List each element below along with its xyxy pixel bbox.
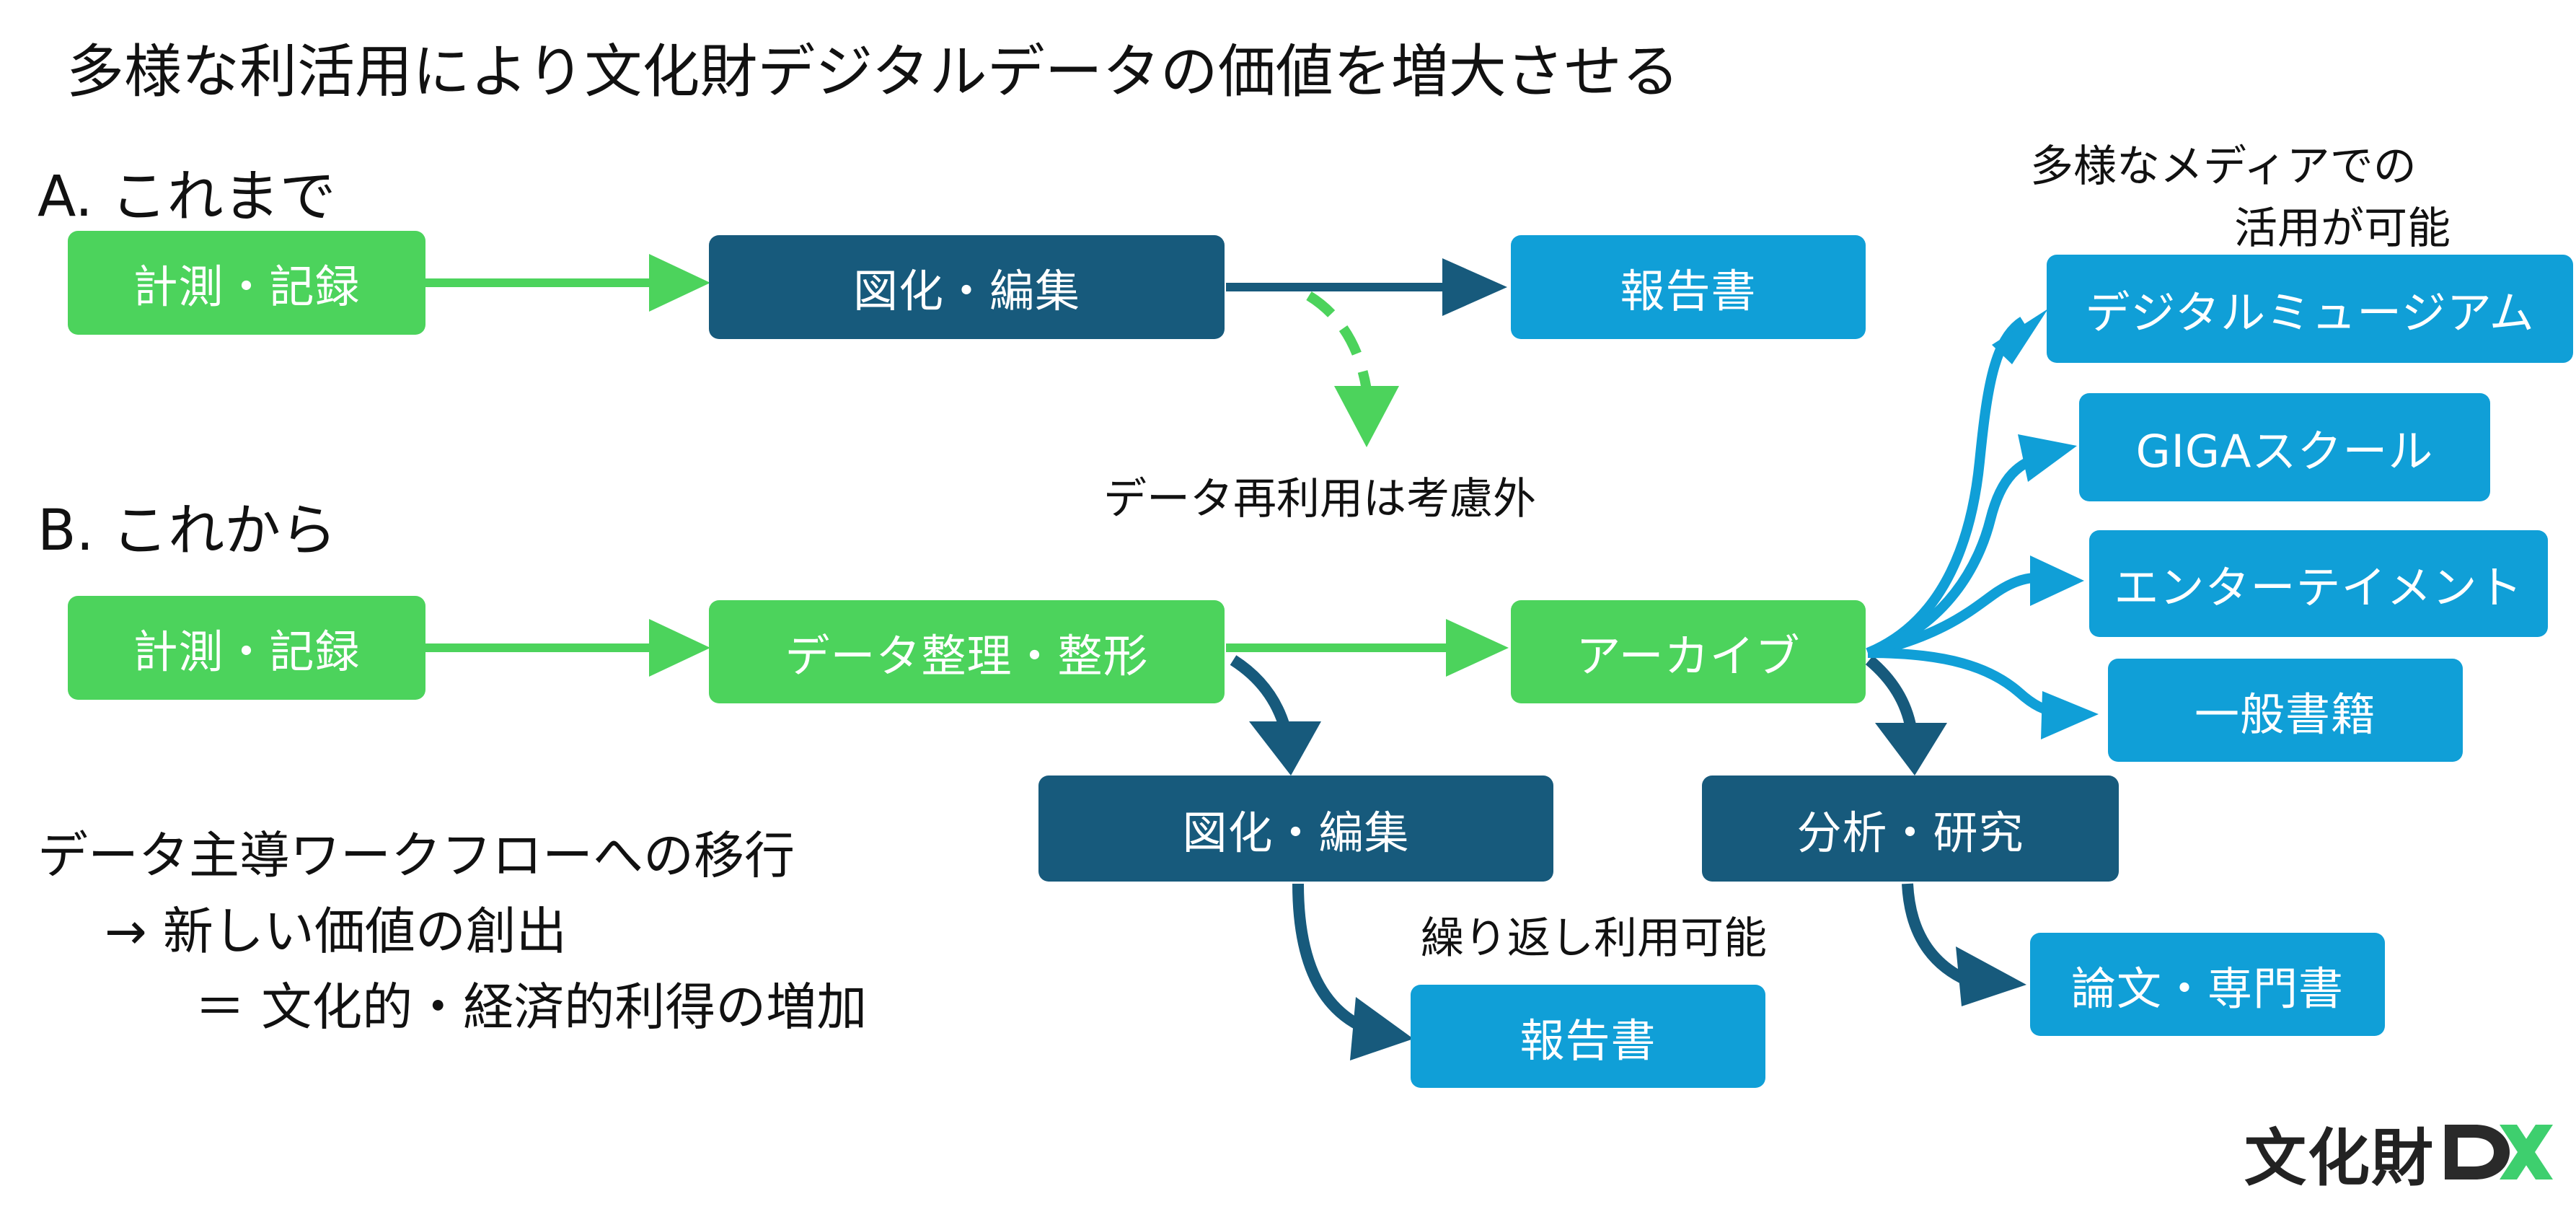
node-b-measure: 計測・記録 bbox=[68, 596, 425, 700]
node-a-measure: 計測・記録 bbox=[68, 231, 425, 335]
node-digital-museum: デジタルミュージアム bbox=[2047, 255, 2573, 363]
arrowhead-organize-to-drawing bbox=[1249, 721, 1321, 776]
arrowhead-museum bbox=[1992, 309, 2048, 364]
arrowhead-analysis-to-papers bbox=[1956, 946, 2026, 1006]
arrow-analysis-to-papers bbox=[1902, 883, 1972, 987]
section-a-heading: A. これまで bbox=[38, 164, 336, 229]
arrow-drawing-to-report bbox=[1292, 883, 1372, 1036]
node-b-archive: アーカイブ bbox=[1511, 600, 1866, 703]
arrow-archive-to-analysis bbox=[1865, 655, 1917, 730]
note-reuse: 繰り返し利用可能 bbox=[1421, 913, 1767, 964]
summary-line3: ＝ 文化的・経済的利得の増加 bbox=[195, 977, 868, 1037]
dx-logo-icon bbox=[2445, 1125, 2553, 1179]
arrowhead-b-measure bbox=[649, 619, 710, 677]
arrow-organize-to-drawing bbox=[1230, 655, 1291, 731]
node-b-drawing: 図化・編集 bbox=[1038, 776, 1553, 882]
dashed-arrow-no-reuse bbox=[1306, 291, 1372, 391]
node-b-papers: 論文・専門書 bbox=[2030, 933, 2385, 1036]
node-a-report: 報告書 bbox=[1511, 235, 1866, 339]
arrowhead-b-organize bbox=[1446, 619, 1509, 677]
arrowhead-drawing-to-report bbox=[1350, 997, 1413, 1060]
note-no-reuse: データ再利用は考慮外 bbox=[1103, 474, 1536, 524]
bunkazai-dx-logo: 文化財 bbox=[2244, 1112, 2556, 1195]
summary-line1: データ主導ワークフローへの移行 bbox=[38, 826, 795, 885]
summary-line2: → 新しい価値の創出 bbox=[105, 902, 567, 961]
section-b-heading: B. これから bbox=[38, 498, 338, 563]
page-title: 多様な利活用により文化財デジタルデータの価値を増大させる bbox=[66, 38, 1680, 105]
arrowhead-entertainment bbox=[2030, 555, 2084, 606]
arrow-archive-to-museum bbox=[1866, 317, 2026, 658]
node-entertainment: エンターテイメント bbox=[2089, 530, 2548, 637]
arrowhead-a-measure bbox=[649, 254, 710, 312]
logo-text: 文化財 bbox=[2244, 1122, 2435, 1195]
arrowhead-a-drawing bbox=[1442, 258, 1507, 316]
arrowhead-no-reuse bbox=[1334, 386, 1399, 447]
media-note-line2: 活用が可能 bbox=[2234, 203, 2451, 254]
node-b-report: 報告書 bbox=[1411, 985, 1765, 1088]
arrowhead-books bbox=[2041, 691, 2099, 739]
arrow-archive-to-giga bbox=[1866, 449, 2050, 658]
node-general-books: 一般書籍 bbox=[2108, 659, 2463, 762]
arrow-archive-to-books bbox=[1867, 648, 2060, 718]
arrowhead-archive-to-analysis bbox=[1875, 723, 1947, 776]
arrowhead-giga bbox=[2018, 434, 2077, 482]
node-b-analysis: 分析・研究 bbox=[1702, 776, 2119, 882]
media-note-line1: 多様なメディアでの bbox=[2030, 141, 2417, 192]
node-b-organize: データ整理・整形 bbox=[709, 600, 1225, 703]
node-a-drawing: 図化・編集 bbox=[709, 235, 1225, 339]
node-giga-school: GIGAスクール bbox=[2079, 393, 2490, 501]
